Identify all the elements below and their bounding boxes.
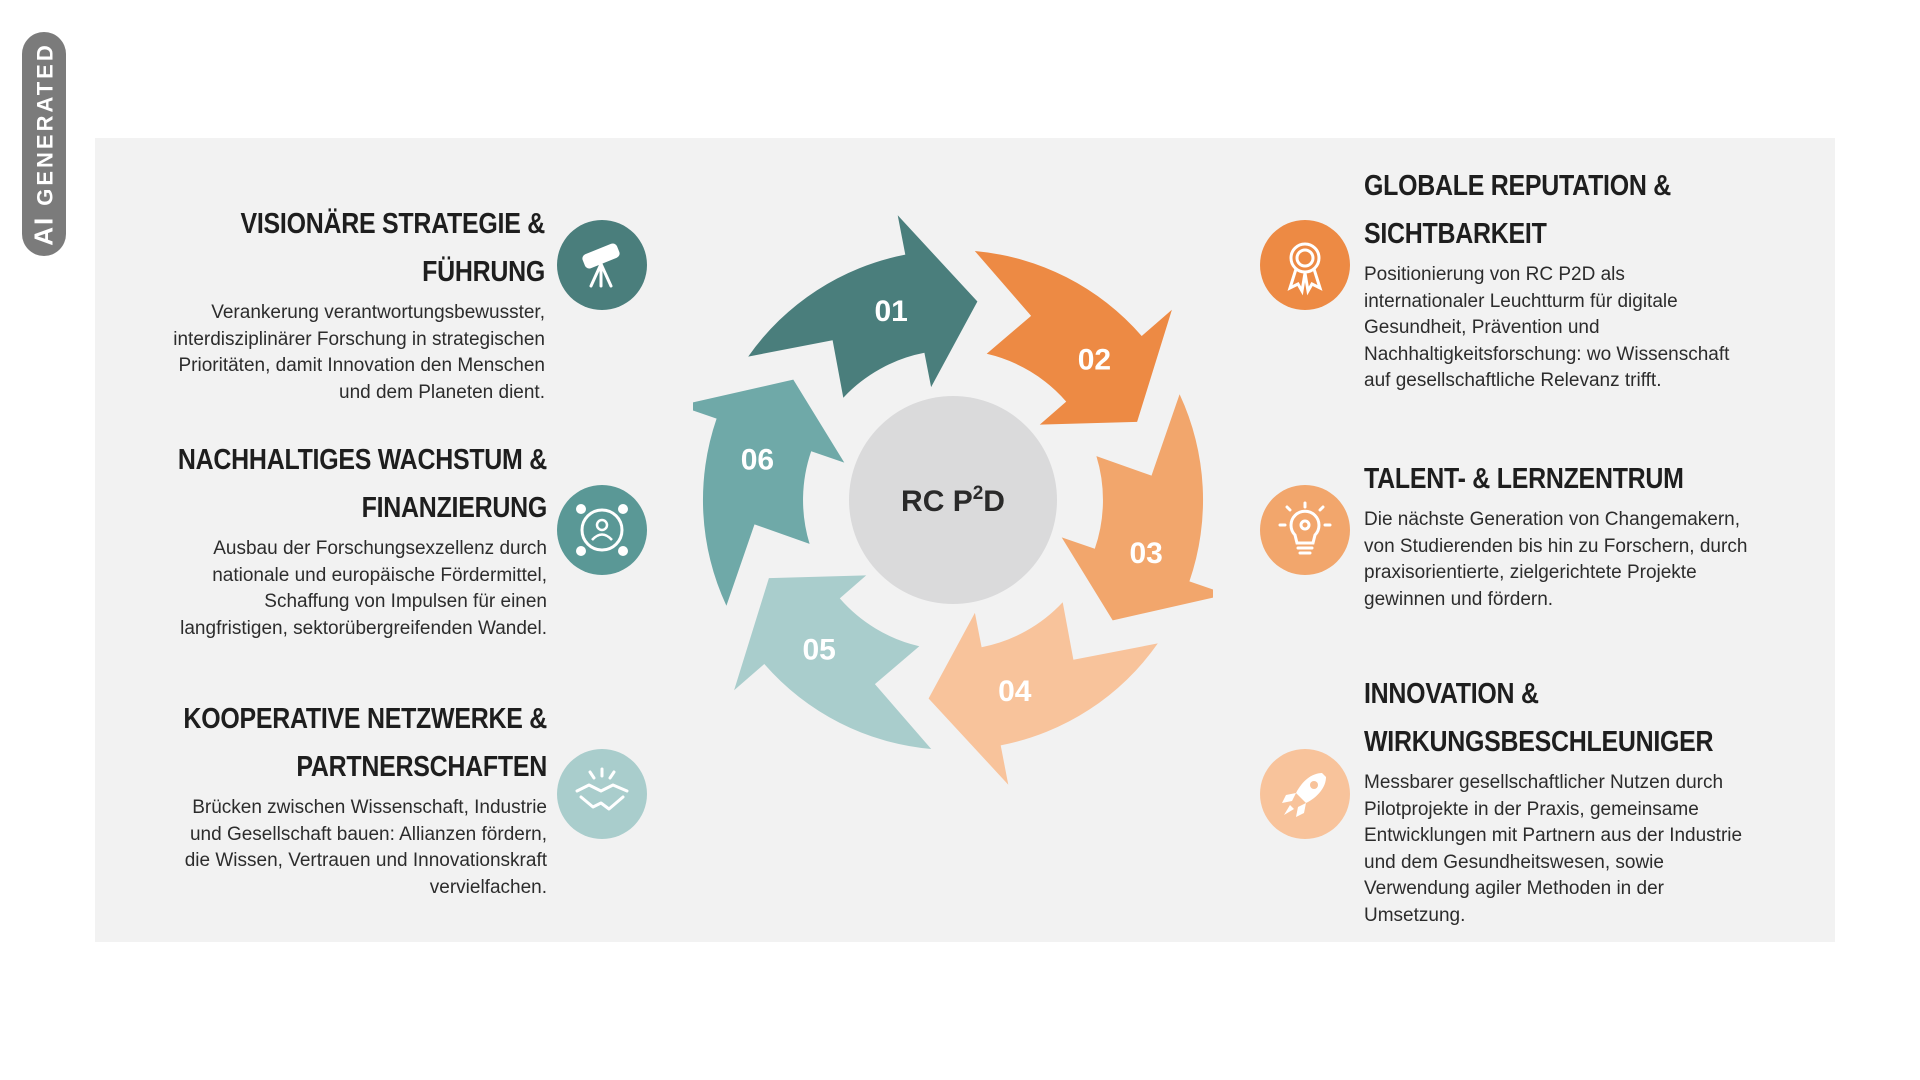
desc-line: praxisorientierte, zielgerichtete Projek… bbox=[1364, 562, 1697, 583]
center-circle bbox=[849, 396, 1057, 604]
cycle-arrow-04 bbox=[928, 602, 1158, 785]
cycle-arrow-03 bbox=[1061, 394, 1228, 621]
desc-line: und dem Planeten dient. bbox=[339, 381, 545, 403]
desc-line: Ausbau der Forschungsexzellenz durch bbox=[213, 538, 547, 559]
lightbulb-icon bbox=[1260, 485, 1350, 575]
right-item-innovation: INNOVATION & WIRKUNGSBESCHLEUNIGER Messb… bbox=[1364, 670, 1834, 929]
desc-line: von Studierenden bis hin zu Forschern, d… bbox=[1364, 535, 1748, 557]
cycle-svg: 01 02 03 04 05 06 RC P2D bbox=[678, 215, 1228, 785]
item-title: VISIONÄRE STRATEGIE & FÜHRUNG bbox=[158, 200, 545, 296]
desc-line: Prioritäten, damit Innovation den Mensch… bbox=[178, 355, 546, 376]
rocket-icon bbox=[1260, 749, 1350, 839]
item-title: TALENT- & LERNZENTRUM bbox=[1364, 455, 1768, 503]
item-description: Verankerung verantwortungsbewusster, int… bbox=[95, 300, 545, 406]
desc-line: und Gesellschaft bauen: Allianzen förder… bbox=[189, 823, 547, 845]
desc-line: Positionierung von RC P2D als bbox=[1364, 264, 1625, 285]
cycle-arrow-02 bbox=[974, 251, 1172, 425]
cycle-arrow-01 bbox=[748, 215, 978, 398]
desc-line: Schaffung von Impulsen für einen bbox=[264, 591, 547, 612]
item-title: INNOVATION & WIRKUNGSBESCHLEUNIGER bbox=[1364, 670, 1768, 766]
desc-line: Verwendung agiler Methoden in der bbox=[1364, 878, 1664, 899]
desc-line: Brücken zwischen Wissenschaft, Industrie bbox=[192, 797, 547, 818]
cycle-label-01: 01 bbox=[875, 295, 908, 328]
item-title-line: INNOVATION & bbox=[1364, 678, 1539, 710]
item-title-line: NACHHALTIGES WACHSTUM & bbox=[177, 444, 547, 476]
item-description: Positionierung von RC P2D als internatio… bbox=[1364, 262, 1834, 395]
item-title-line: WIRKUNGSBESCHLEUNIGER bbox=[1364, 726, 1714, 758]
desc-line: internationaler Leuchtturm für digitale bbox=[1364, 290, 1678, 312]
item-title-line: FINANZIERUNG bbox=[361, 492, 548, 524]
desc-line: Umsetzung. bbox=[1364, 904, 1466, 926]
desc-line: Verankerung verantwortungsbewusster, bbox=[211, 302, 545, 323]
desc-line: Die nächste Generation von Changemakern, bbox=[1364, 509, 1741, 530]
desc-line: Nachhaltigkeitsforschung: wo Wissenschaf… bbox=[1364, 343, 1730, 365]
left-item-networks: KOOPERATIVE NETZWERKE & PARTNERSCHAFTEN … bbox=[95, 695, 547, 901]
ai-badge-label: GENERATED bbox=[32, 42, 58, 206]
item-title: NACHHALTIGES WACHSTUM & FINANZIERUNG bbox=[158, 436, 547, 532]
desc-line: interdisziplinärer Forschung in strategi… bbox=[173, 328, 545, 350]
item-description: Die nächste Generation von Changemakern,… bbox=[1364, 507, 1834, 613]
handshake-icon bbox=[557, 749, 647, 839]
cycle-arrow-06 bbox=[678, 379, 845, 606]
cycle-label-05: 05 bbox=[803, 634, 836, 667]
desc-line: Gesundheit, Prävention und bbox=[1364, 317, 1600, 338]
cycle-label-03: 03 bbox=[1130, 537, 1163, 570]
desc-line: und dem Gesundheitswesen, sowie bbox=[1364, 851, 1664, 873]
cycle-diagram: 01 02 03 04 05 06 RC P2D bbox=[678, 190, 1228, 810]
ai-generated-badge: AI GENERATED bbox=[22, 32, 66, 256]
item-description: Messbarer gesellschaftlicher Nutzen durc… bbox=[1364, 770, 1834, 929]
item-title-line: TALENT- & LERNZENTRUM bbox=[1364, 463, 1684, 495]
item-title-line: VISIONÄRE STRATEGIE & FÜHRUNG bbox=[240, 208, 545, 288]
desc-line: gewinnen und fördern. bbox=[1364, 588, 1554, 610]
network-person-icon bbox=[557, 485, 647, 575]
cycle-label-02: 02 bbox=[1078, 344, 1111, 377]
item-title: KOOPERATIVE NETZWERKE & PARTNERSCHAFTEN bbox=[158, 695, 547, 791]
right-item-talent: TALENT- & LERNZENTRUM Die nächste Genera… bbox=[1364, 455, 1834, 613]
item-title: GLOBALE REPUTATION & SICHTBARKEIT bbox=[1364, 162, 1768, 258]
award-ribbon-icon bbox=[1260, 220, 1350, 310]
item-title-line: KOOPERATIVE NETZWERKE & bbox=[183, 703, 547, 735]
desc-line: Pilotprojekte in der Praxis, gemeinsame bbox=[1364, 798, 1699, 820]
cycle-label-04: 04 bbox=[998, 675, 1032, 708]
cycle-arrow-05 bbox=[734, 575, 932, 749]
left-item-strategy: VISIONÄRE STRATEGIE & FÜHRUNG Verankerun… bbox=[95, 200, 545, 406]
right-item-reputation: GLOBALE REPUTATION & SICHTBARKEIT Positi… bbox=[1364, 162, 1834, 395]
center-label: RC P2D bbox=[901, 483, 1005, 518]
item-description: Ausbau der Forschungsexzellenz durch nat… bbox=[95, 536, 547, 642]
ai-badge-short: AI bbox=[28, 215, 59, 246]
desc-line: Entwicklungen mit Partnern aus der Indus… bbox=[1364, 825, 1743, 846]
desc-line: vervielfachen. bbox=[429, 876, 547, 898]
left-item-growth: NACHHALTIGES WACHSTUM & FINANZIERUNG Aus… bbox=[95, 436, 547, 642]
item-description: Brücken zwischen Wissenschaft, Industrie… bbox=[95, 795, 547, 901]
cycle-label-06: 06 bbox=[741, 443, 774, 476]
desc-line: auf gesellschaftliche Relevanz trifft. bbox=[1364, 370, 1662, 391]
telescope-icon bbox=[557, 220, 647, 310]
desc-line: langfristigen, sektorübergreifenden Wand… bbox=[180, 617, 547, 639]
item-title-line: SICHTBARKEIT bbox=[1364, 218, 1547, 250]
desc-line: nationale und europäische Fördermittel, bbox=[212, 564, 547, 586]
desc-line: die Wissen, Vertrauen und Innovationskra… bbox=[184, 850, 547, 871]
item-title-line: PARTNERSCHAFTEN bbox=[296, 751, 547, 783]
item-title-line: GLOBALE REPUTATION & bbox=[1364, 170, 1672, 202]
desc-line: Messbarer gesellschaftlicher Nutzen durc… bbox=[1364, 772, 1724, 793]
